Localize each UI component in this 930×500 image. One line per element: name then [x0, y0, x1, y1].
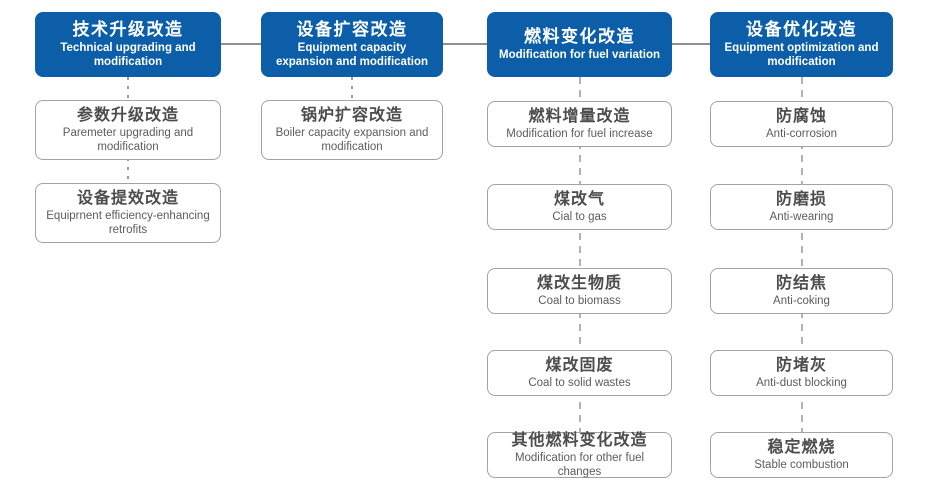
category-header: 技术升级改造 Technical upgrading and modificati…: [35, 12, 221, 77]
node-title-en: Coal to solid wastes: [528, 376, 631, 389]
node-title-zh: 稳定燃烧: [767, 438, 836, 456]
category-title-zh: 技术升级改造: [72, 19, 184, 39]
node-title-en: Equiprnent efficiency-enhancing retrofit…: [46, 209, 210, 236]
node-title-en: Stable combustion: [754, 458, 849, 471]
diagram-column-4: 设备优化改造 Equipment optimization and modific…: [710, 0, 893, 500]
node-title-zh: 防结焦: [775, 274, 827, 292]
category-title-en: Modification for fuel variation: [498, 48, 660, 61]
category-title-zh: 设备扩容改造: [296, 19, 408, 39]
category-title-zh: 燃料变化改造: [524, 26, 635, 46]
node-title-zh: 其他燃料变化改造: [511, 431, 648, 449]
node-title-en: Anti-corrosion: [766, 127, 837, 140]
node-title-en: Boiler capacity expansion and modificati…: [275, 126, 429, 153]
node-box: 煤改生物质 Coal to biomass: [487, 268, 672, 314]
node-box: 设备提效改造 Equiprnent efficiency-enhancing re…: [35, 183, 221, 243]
node-box: 防腐蚀 Anti-corrosion: [710, 101, 893, 147]
node-box: 参数升级改造 Paremeter upgrading and modificati…: [35, 100, 221, 160]
dashed-connector: [351, 77, 353, 104]
node-title-en: Anti-wearing: [769, 210, 834, 223]
node-title-zh: 参数升级改造: [76, 106, 179, 124]
node-title-zh: 锅炉扩容改造: [300, 106, 403, 124]
node-title-zh: 防堵灰: [775, 356, 827, 374]
header-connector-line: [128, 43, 803, 45]
node-title-zh: 煤改固废: [545, 356, 614, 374]
node-title-zh: 设备提效改造: [76, 189, 179, 207]
node-title-en: Modification for other fuel changes: [514, 451, 645, 478]
node-box: 防堵灰 Anti-dust blocking: [710, 350, 893, 396]
category-header: 燃料变化改造 Modification for fuel variation: [487, 12, 672, 77]
category-header: 设备优化改造 Equipment optimization and modific…: [710, 12, 893, 77]
node-title-zh: 燃料增量改造: [528, 107, 631, 125]
category-title-en: Equipment capacity expansion and modific…: [275, 42, 429, 68]
diagram-column-1: 技术升级改造 Technical upgrading and modificati…: [35, 0, 221, 500]
node-title-en: Paremeter upgrading and modification: [62, 126, 194, 153]
node-title-en: Anti-dust blocking: [756, 376, 847, 389]
category-title-en: Technical upgrading and modification: [60, 42, 196, 68]
node-box: 稳定燃烧 Stable combustion: [710, 432, 893, 478]
node-box: 防结焦 Anti-coking: [710, 268, 893, 314]
node-box: 煤改固废 Coal to solid wastes: [487, 350, 672, 396]
diagram-column-3: 燃料变化改造 Modification for fuel variation 燃料增…: [487, 0, 672, 500]
node-box: 燃料增量改造 Modification for fuel increase: [487, 101, 672, 147]
node-title-en: Anti-coking: [773, 294, 830, 307]
dashed-connector: [800, 77, 803, 436]
node-box: 防磨损 Anti-wearing: [710, 184, 893, 230]
node-title-en: Cial to gas: [552, 210, 607, 223]
dashed-connector: [578, 77, 581, 436]
node-title-zh: 防磨损: [775, 190, 827, 208]
node-title-zh: 煤改生物质: [536, 274, 622, 292]
node-box: 其他燃料变化改造 Modification for other fuel chan…: [487, 432, 672, 478]
node-box: 锅炉扩容改造 Boiler capacity expansion and modi…: [261, 100, 443, 160]
node-box: 煤改气 Cial to gas: [487, 184, 672, 230]
node-title-zh: 煤改气: [553, 190, 605, 208]
diagram-column-2: 设备扩容改造 Equipment capacity expansion and m…: [261, 0, 443, 500]
node-title-en: Modification for fuel increase: [506, 127, 653, 140]
category-title-zh: 设备优化改造: [746, 19, 857, 39]
node-title-en: Coal to biomass: [538, 294, 621, 307]
node-title-zh: 防腐蚀: [775, 107, 827, 125]
category-title-en: Equipment optimization and modification: [724, 42, 879, 68]
category-header: 设备扩容改造 Equipment capacity expansion and m…: [261, 12, 443, 77]
